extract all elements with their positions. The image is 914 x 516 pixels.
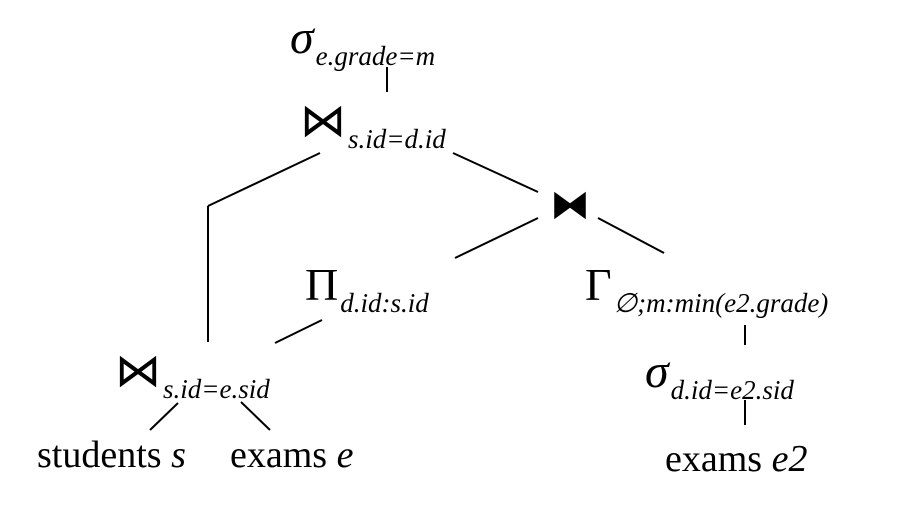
gamma-symbol: Γ: [585, 259, 612, 310]
edge-dependent-join-to-projection: [454, 217, 539, 259]
edge-projection-to-join-bottom: [274, 319, 323, 344]
edge-join-top-to-join-bottom-horizontal: [207, 152, 321, 207]
selection-top-condition: e.grade=m: [315, 41, 436, 71]
relation-name: students: [37, 434, 162, 476]
join-top: ⋈s.id=d.id: [300, 95, 446, 153]
selection-bottom-condition: d.id=e2.sid: [670, 375, 794, 405]
relation-exams-e: exams e: [230, 436, 353, 474]
selection-top: σe.grade=m: [290, 11, 435, 70]
projection-attributes: d.id:s.id: [340, 288, 429, 318]
relation-students: students s: [37, 436, 186, 474]
edge-join-bottom-to-students: [149, 402, 179, 431]
pi-symbol: Π: [305, 259, 339, 310]
relation-exams-e2: exams e2: [665, 440, 807, 478]
join-symbol: ⋈: [300, 95, 346, 146]
sigma-symbol: σ: [290, 11, 314, 64]
dependent-join: ⧓: [550, 185, 590, 225]
edge-join-top-to-dependent-join: [452, 152, 539, 193]
join-bottom: ⋈s.id=e.sid: [115, 345, 270, 403]
groupby: Γ∅;m:min(e2.grade): [585, 259, 828, 317]
edge-dependent-join-to-groupby: [597, 217, 665, 254]
relation-alias: e2: [771, 438, 808, 480]
relation-alias: s: [171, 434, 186, 476]
relation-name: exams: [665, 438, 763, 480]
relation-alias: e: [336, 434, 354, 476]
selection-bottom: σd.id=e2.sid: [645, 345, 794, 404]
sigma-symbol: σ: [645, 345, 669, 398]
groupby-aggregation: ∅;m:min(e2.grade): [613, 288, 829, 318]
edge-join-bottom-to-exams-e: [240, 401, 271, 431]
join-symbol: ⋈: [115, 345, 161, 396]
projection: Πd.id:s.id: [305, 259, 429, 317]
relation-name: exams: [230, 434, 328, 476]
join-bottom-condition: s.id=e.sid: [163, 374, 270, 404]
dependent-join-symbol: ⧓: [550, 182, 590, 227]
join-top-condition: s.id=d.id: [348, 124, 446, 154]
